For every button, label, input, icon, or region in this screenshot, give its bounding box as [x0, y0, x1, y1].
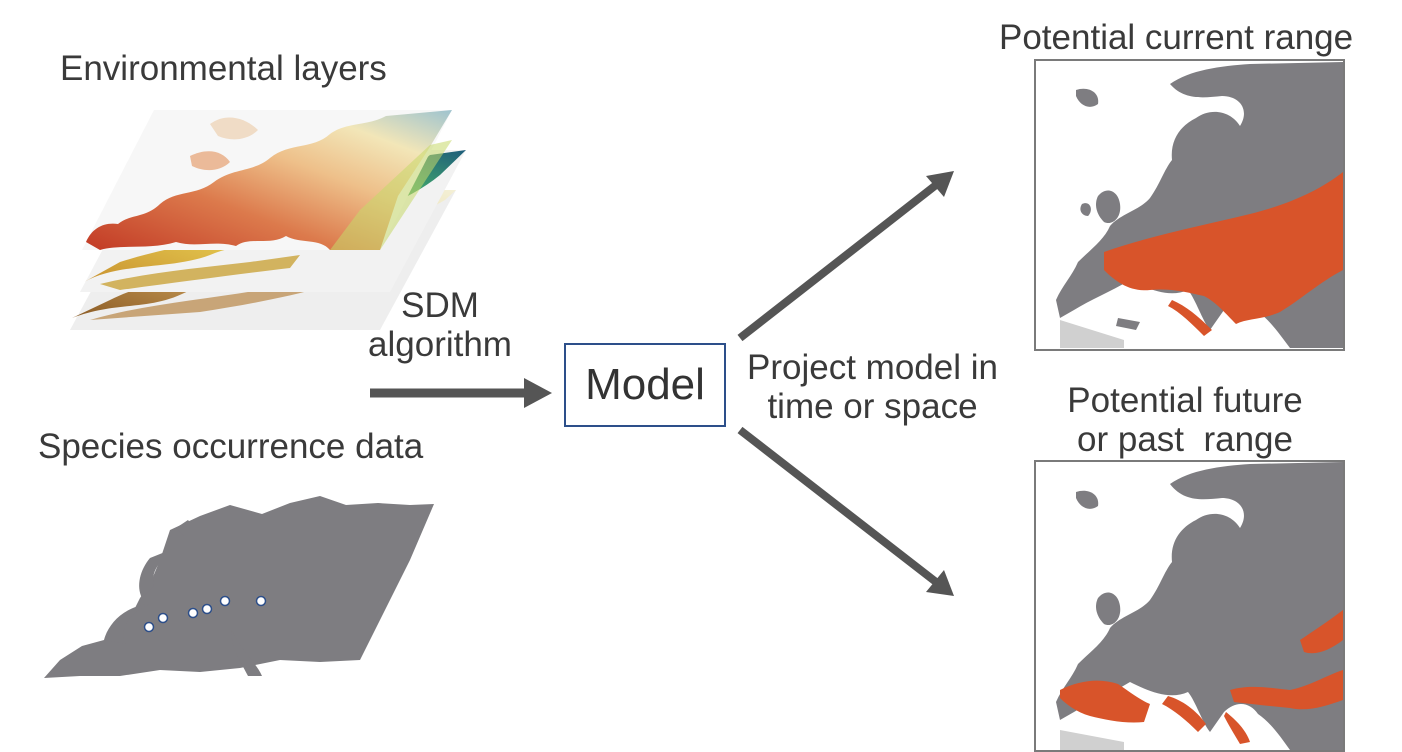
occurrence-point: [201, 603, 213, 615]
species-occurrence-label: Species occurrence data: [38, 427, 424, 466]
arrow-to-current-range: [737, 171, 954, 342]
project-label-line2: time or space: [767, 387, 978, 427]
model-label: Model: [585, 360, 705, 409]
current-range-label: Potential current range: [999, 18, 1354, 57]
occurrence-point: [255, 595, 267, 607]
occurrence-point: [143, 621, 155, 633]
project-model-label: Project model in time or space: [730, 348, 1015, 426]
species-occurrence-map: [44, 496, 434, 678]
future-range-map: [1034, 460, 1345, 752]
sdm-label-line1: SDM: [401, 286, 479, 325]
future-label-line2: or past range: [1077, 420, 1293, 460]
occurrence-point: [187, 607, 199, 619]
sdm-label-line2: algorithm: [368, 325, 512, 365]
env-layer-top: [82, 110, 452, 250]
environmental-layers-stack: [70, 110, 466, 330]
occurrence-point: [219, 595, 231, 607]
environmental-layers-label: Environmental layers: [60, 49, 387, 88]
occurrence-point: [157, 612, 169, 624]
sdm-algorithm-label: SDM algorithm: [350, 286, 530, 364]
future-range-label: Potential future or past range: [1040, 381, 1330, 459]
arrow-to-future-range: [737, 426, 954, 596]
current-range-map: [1034, 59, 1345, 351]
sdm-arrow: [370, 378, 552, 408]
project-label-line1: Project model in: [747, 348, 998, 387]
future-label-line1: Potential future: [1067, 381, 1303, 420]
model-box: Model: [564, 343, 726, 427]
